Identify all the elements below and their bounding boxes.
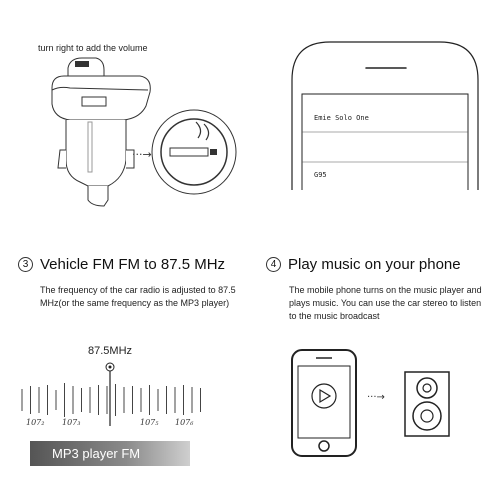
tick-label-3: 107₅ (140, 418, 159, 427)
speaker-icon (404, 371, 450, 437)
step4-desc-line3: to the music broadcast (289, 311, 380, 321)
svg-text:···→: ···→ (367, 392, 385, 403)
play-icon (311, 383, 337, 409)
step3-desc-line1: The frequency of the car radio is adjust… (40, 285, 236, 295)
zoom-circle-icon (151, 109, 237, 195)
step3-description: The frequency of the car radio is adjust… (40, 284, 236, 310)
step3-title: 3 Vehicle FM FM to 87.5 MHz (18, 256, 225, 273)
second-item: G95 (314, 171, 327, 179)
top-caption: turn right to add the volume (38, 43, 148, 53)
mp3-player-fm-bar: MP3 player FM (30, 441, 190, 466)
step3-number: 3 (18, 257, 33, 272)
svg-text:···→: ···→ (132, 148, 152, 161)
tick-label-4: 107₆ (175, 418, 194, 427)
step3-title-text: Vehicle FM FM to 87.5 MHz (40, 256, 226, 273)
step4-title-text: Play music on your phone (288, 256, 461, 273)
arrow-icon: ···→ (367, 392, 385, 403)
arrow-icon: ···→ (132, 148, 152, 161)
frequency-label: 87.5MHz (88, 345, 133, 357)
step4-description: The mobile phone turns on the music play… (289, 284, 482, 323)
tick-label-1: 107₂ (26, 418, 45, 427)
step3-desc-line2: MHz(or the same frequency as the MP3 pla… (40, 298, 230, 308)
tuner-pointer-dot (108, 365, 112, 369)
step4-desc-line2: plays music. You can use the car stereo … (289, 298, 482, 308)
tick-label-2: 107₃ (62, 418, 81, 427)
tuner-scale (21, 362, 201, 426)
step4-number: 4 (266, 257, 281, 272)
smartphone-icon (291, 41, 479, 190)
step4-title: 4 Play music on your phone (266, 256, 461, 273)
step4-desc-line1: The mobile phone turns on the music play… (289, 285, 482, 295)
device-name: Emie Solo One (314, 114, 369, 122)
